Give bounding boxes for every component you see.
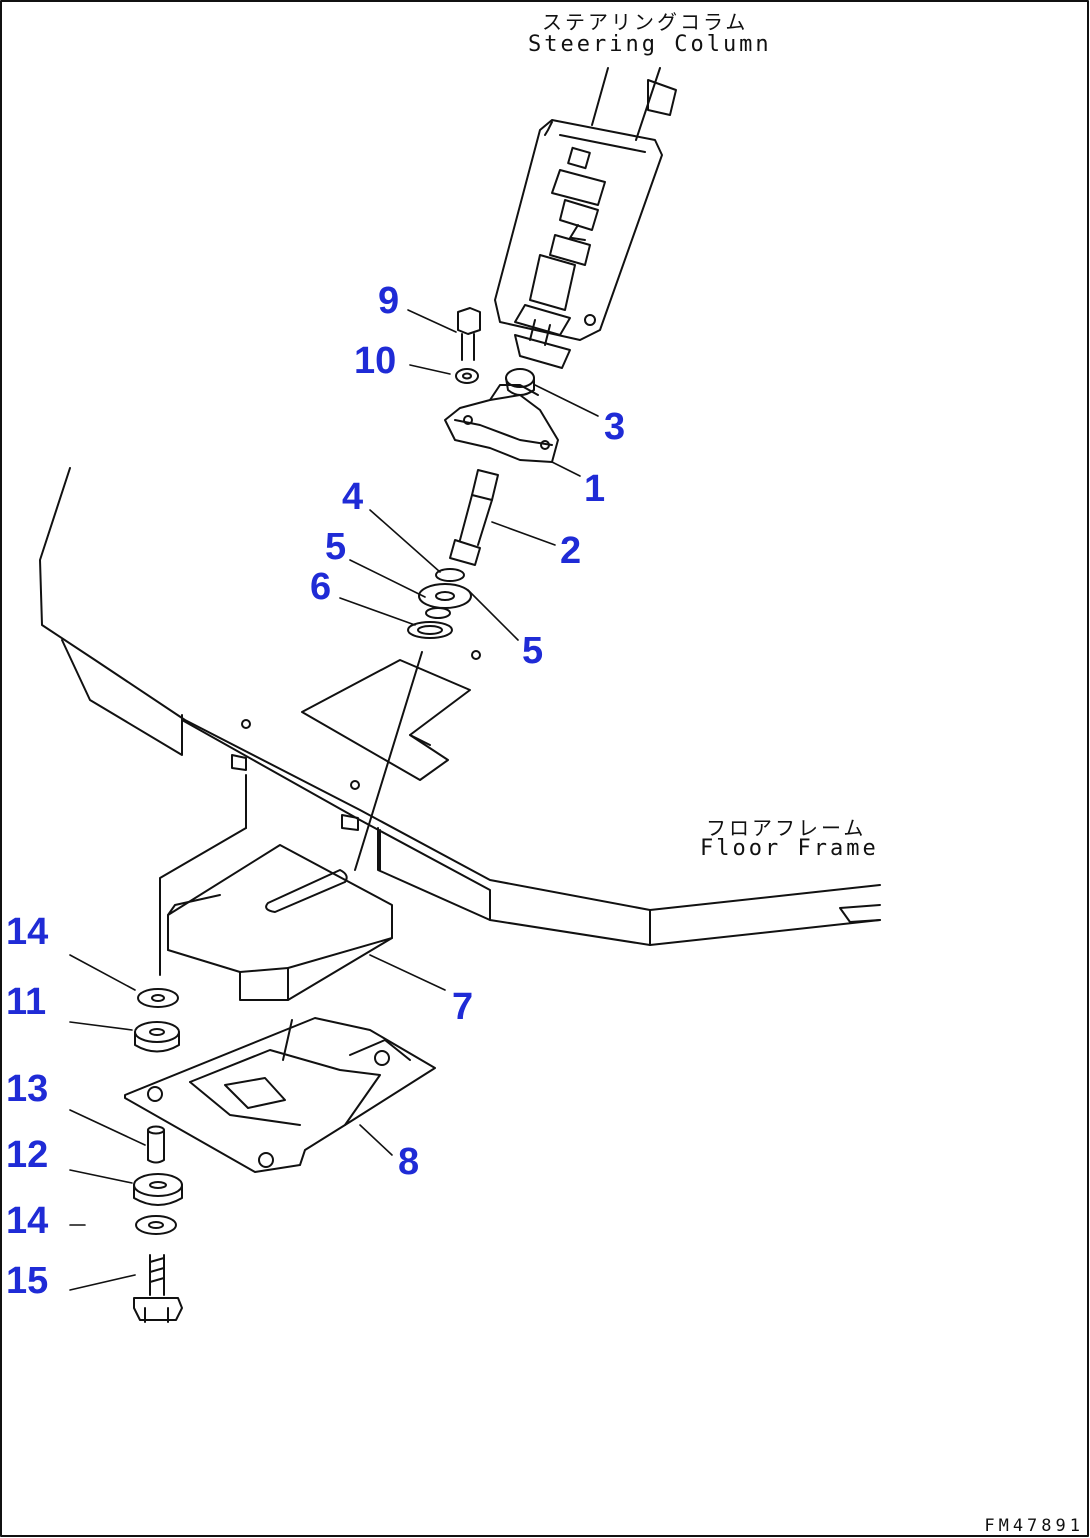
callout-5-upper: 5	[325, 526, 347, 568]
mount-bracket	[124, 1017, 436, 1173]
callout-5-lower: 5	[522, 630, 544, 672]
callout-3: 3	[604, 406, 626, 448]
callout-9: 9	[378, 280, 400, 322]
callout-15: 15	[6, 1260, 49, 1302]
steering-column-shape	[494, 67, 677, 369]
steering-column-label-jp: ステアリングコラム	[542, 10, 749, 34]
drawing-code: FM47891	[984, 1516, 1084, 1536]
lower-fasteners	[133, 988, 183, 1323]
upper-parts	[407, 307, 559, 660]
floor-frame-shape	[39, 467, 881, 976]
callout-12: 12	[6, 1134, 49, 1176]
floor-frame-label-en: Floor Frame	[700, 836, 879, 861]
callout-13: 13	[6, 1068, 49, 1110]
floor-frame-label-jp: フロアフレーム	[706, 816, 867, 840]
callout-14-lower: 14	[6, 1200, 49, 1242]
callout-14-upper: 14	[6, 911, 49, 953]
callout-6: 6	[310, 566, 332, 608]
callout-4: 4	[342, 476, 364, 518]
leader-lines	[69, 309, 599, 1291]
callout-2: 2	[560, 530, 582, 572]
callout-8: 8	[398, 1141, 420, 1183]
callout-7: 7	[452, 986, 474, 1028]
callout-10: 10	[354, 340, 397, 382]
callout-1: 1	[584, 468, 606, 510]
steering-column-label-en: Steering Column	[528, 32, 772, 57]
rubber-pad	[167, 844, 393, 1001]
callout-11: 11	[6, 981, 47, 1023]
